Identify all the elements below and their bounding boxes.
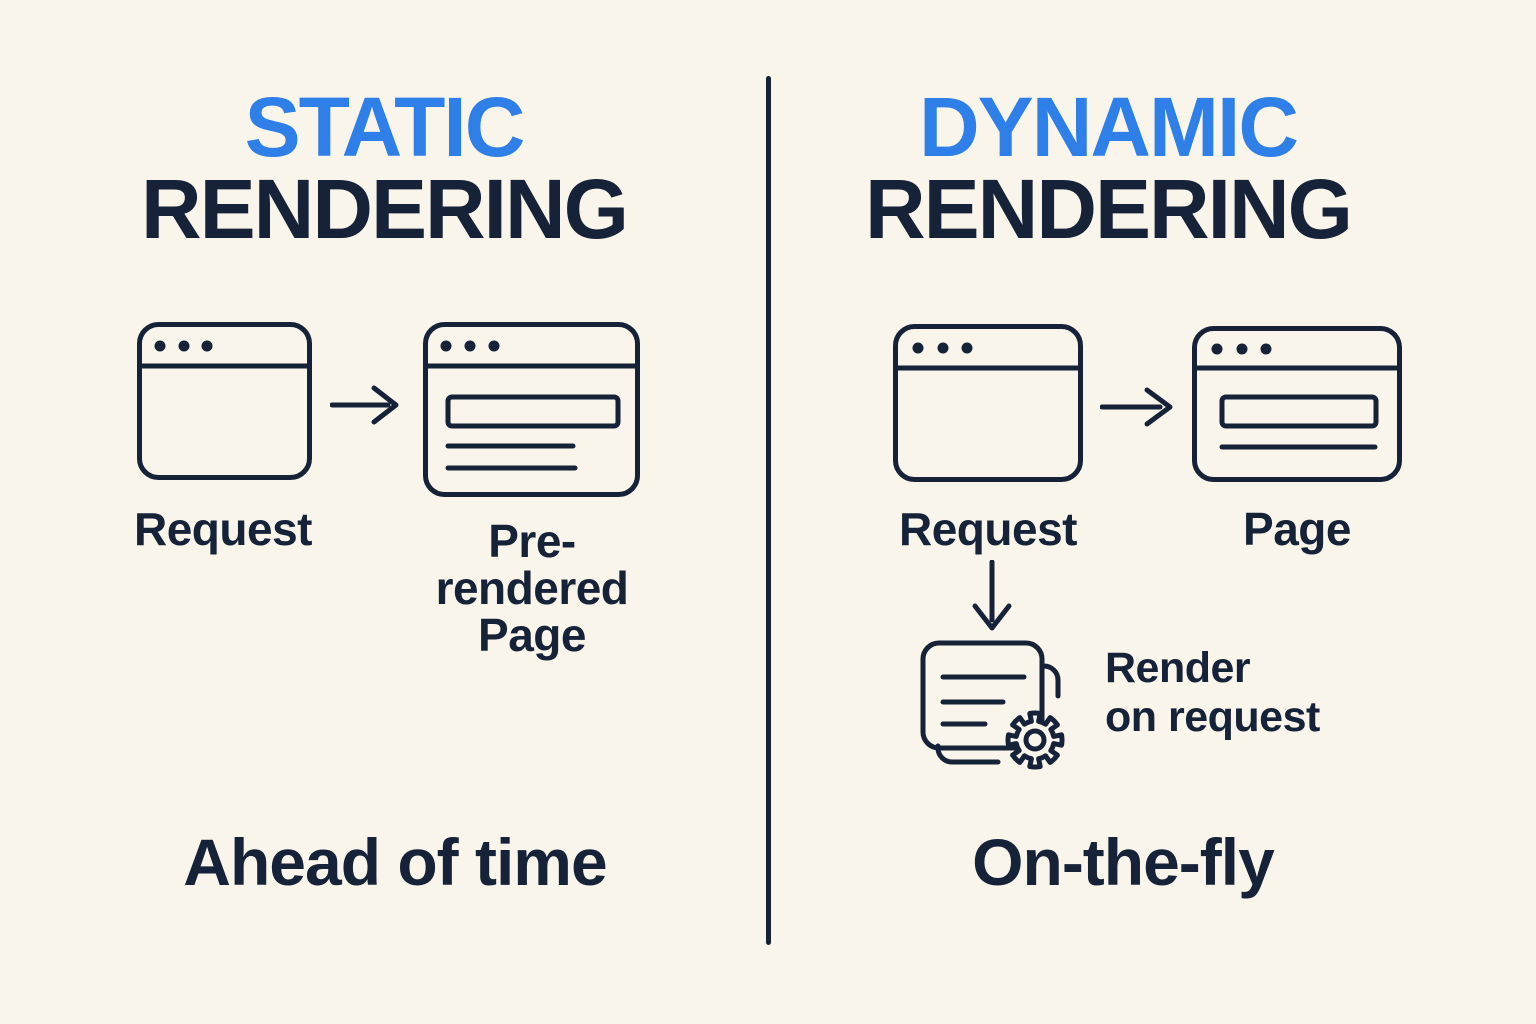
render-on-request-note: Render on request	[1105, 644, 1425, 742]
on-the-fly-label: On-the-fly	[972, 825, 1275, 899]
note-line-2: on request	[1105, 693, 1320, 741]
page-line: Page	[478, 609, 586, 661]
page-label: Page	[1243, 503, 1351, 555]
title-rendering-right: RENDERING	[864, 162, 1353, 256]
ahead-of-time-label: Ahead of time	[183, 825, 607, 899]
browser-window-content-icon	[1192, 326, 1402, 482]
static-rendering-title: STATIC RENDERING	[0, 80, 768, 256]
pre-rendered-page-label: Pre-rendered Page	[402, 518, 662, 659]
note-line-1: Render	[1105, 644, 1251, 692]
gear-icon	[1005, 710, 1065, 770]
dynamic-rendering-title: DYNAMIC RENDERING	[768, 80, 1448, 256]
arrow-down-icon	[968, 560, 1016, 636]
title-static: STATIC	[244, 80, 526, 174]
arrow-right-icon	[330, 381, 404, 429]
browser-window-content-icon	[423, 322, 640, 497]
document-gear-icon	[920, 638, 1070, 773]
title-dynamic: DYNAMIC	[919, 80, 1299, 174]
arrow-right-icon	[1100, 383, 1178, 431]
pre-rendered-line: Pre-rendered	[435, 515, 629, 614]
vertical-divider	[766, 76, 771, 945]
browser-window-icon	[893, 324, 1083, 482]
title-rendering-left: RENDERING	[140, 162, 629, 256]
browser-window-icon	[137, 322, 312, 480]
request-label-left: Request	[134, 503, 312, 555]
request-label-right: Request	[899, 503, 1077, 555]
